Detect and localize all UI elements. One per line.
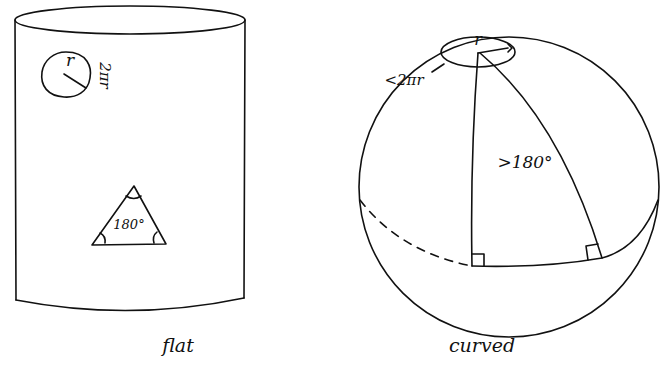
cylinder-side xyxy=(15,20,16,300)
radius-line xyxy=(64,74,86,88)
angle-arc xyxy=(126,196,141,199)
angle-sum-label: 180° xyxy=(113,218,144,231)
caption-label: curved xyxy=(449,336,515,355)
right-angle-mark xyxy=(586,244,598,260)
radius-label: r xyxy=(66,52,74,69)
radius-line xyxy=(478,48,508,53)
triangle xyxy=(92,186,166,245)
equator xyxy=(472,200,658,266)
sphere xyxy=(359,37,659,337)
leader-line xyxy=(432,64,444,72)
right-angle-mark xyxy=(472,254,484,266)
angle-sum-label: >180° xyxy=(497,154,552,171)
angle-arc xyxy=(153,232,157,243)
cylinder-bottom xyxy=(16,298,244,311)
radius-label: r xyxy=(474,32,482,48)
circumference-label: 2πr xyxy=(96,62,111,89)
angle-mark xyxy=(508,44,512,52)
cylinder-side xyxy=(244,20,245,298)
meridian xyxy=(472,53,478,266)
circle xyxy=(42,52,91,97)
angle-arc xyxy=(100,233,105,243)
meridian xyxy=(480,53,602,258)
cylinder-top xyxy=(15,6,245,34)
circumference-label: <2πr xyxy=(384,73,423,88)
caption-label: flat xyxy=(162,336,194,355)
equator-hidden xyxy=(360,200,472,266)
